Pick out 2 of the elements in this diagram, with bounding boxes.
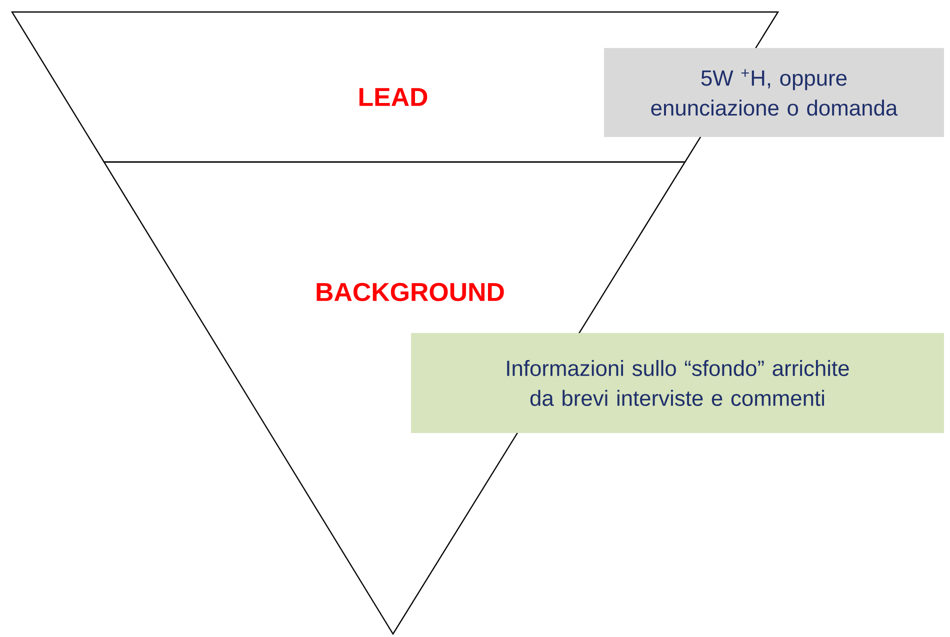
note-box: Informazioni sullo “sfondo” arrichite da brevi interviste e commenti [411, 333, 944, 433]
note-box: 5W $^{+}$H, oppure enunciazione o domanda [604, 48, 944, 137]
